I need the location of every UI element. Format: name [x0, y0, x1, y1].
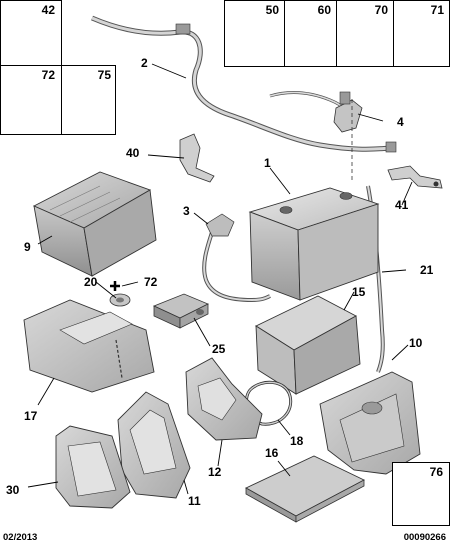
footer-date: 02/2013 [3, 532, 38, 543]
ref-number-72: 72 [41, 68, 55, 82]
callout-72: 72 [144, 275, 158, 289]
callout-10: 10 [409, 336, 423, 350]
ref-number-42: 42 [41, 3, 55, 17]
ref-box-42: 42 [0, 0, 62, 66]
pad-16 [245, 455, 365, 523]
callout-11: 11 [188, 494, 201, 508]
module-25 [152, 293, 209, 329]
ref-box-50: 50 [224, 0, 285, 67]
support-30 [55, 425, 131, 509]
callout-17: 17 [24, 409, 38, 423]
callout-2: 2 [141, 56, 148, 70]
cable-3 [202, 213, 271, 303]
plus-marker [110, 281, 120, 291]
callout-18: 18 [290, 434, 304, 448]
battery-1 [248, 96, 380, 301]
ref-number-75: 75 [97, 68, 111, 82]
callout-15: 15 [352, 285, 366, 299]
leader-lines [27, 63, 413, 495]
bracket-41 [387, 165, 443, 189]
support-17 [23, 299, 155, 393]
heat-shield-10 [319, 371, 421, 475]
bracket-40 [179, 133, 215, 183]
ref-number-50: 50 [265, 3, 279, 17]
callout-1: 1 [264, 156, 271, 170]
callout-41: 41 [395, 198, 409, 212]
ref-box-71: 71 [393, 0, 450, 67]
cover-15 [255, 295, 361, 395]
callout-12: 12 [208, 465, 222, 479]
callout-40: 40 [126, 146, 140, 160]
ref-number-76: 76 [429, 465, 443, 479]
tray-9 [32, 171, 157, 277]
ref-number-70: 70 [374, 3, 388, 17]
callout-3: 3 [183, 204, 190, 218]
callout-9: 9 [24, 240, 31, 254]
ref-box-76: 76 [392, 462, 450, 526]
callout-16: 16 [265, 446, 279, 460]
footer-code: 00090266 [403, 532, 446, 543]
callout-4: 4 [397, 115, 404, 129]
support-11 [117, 391, 191, 499]
terminal-4 [333, 91, 363, 133]
ref-box-60: 60 [284, 0, 337, 67]
ref-number-71: 71 [430, 3, 444, 17]
ref-number-60: 60 [317, 3, 331, 17]
callout-30: 30 [6, 483, 20, 497]
ref-box-75: 75 [61, 65, 116, 135]
callout-25: 25 [212, 342, 226, 356]
bracket-12 [185, 357, 263, 441]
ref-box-70: 70 [336, 0, 394, 67]
callout-21: 21 [420, 263, 434, 277]
ref-box-72: 72 [0, 65, 62, 135]
callout-20: 20 [84, 275, 98, 289]
